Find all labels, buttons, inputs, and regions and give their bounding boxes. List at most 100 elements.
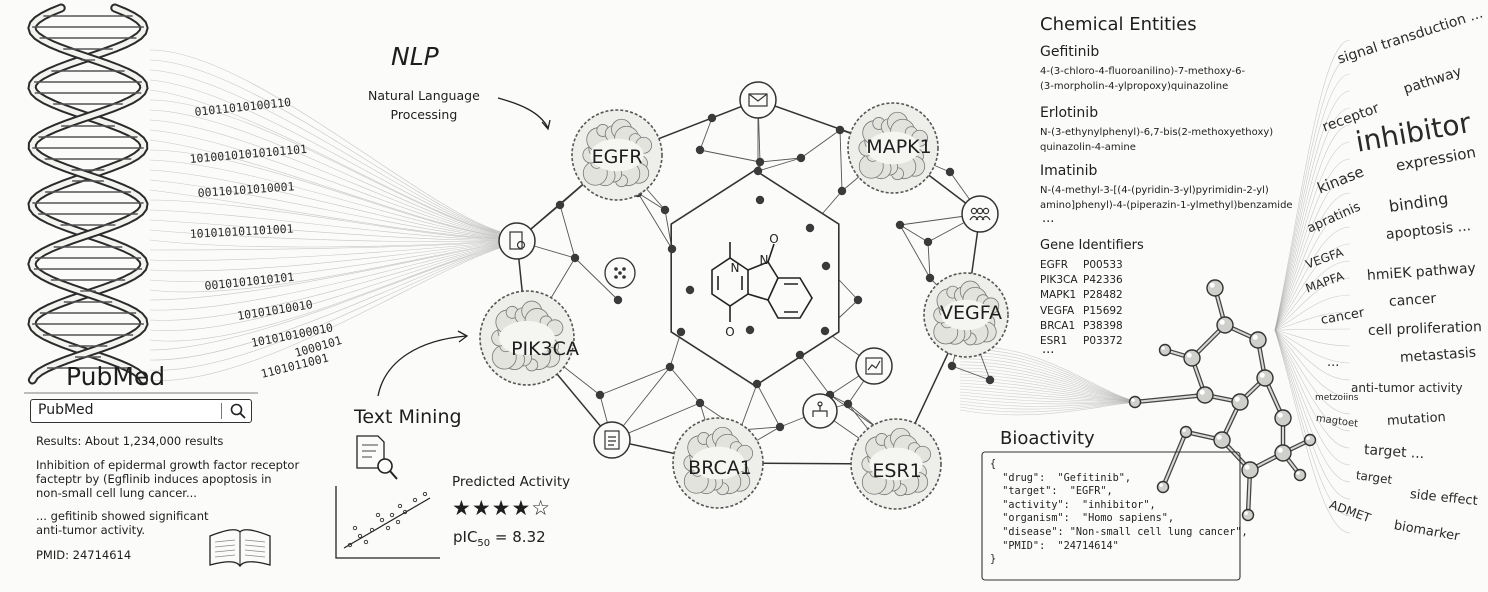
pic50-value: pIC50 = 8.32 xyxy=(453,528,546,549)
atom xyxy=(1274,444,1292,462)
json-line: { xyxy=(990,459,997,470)
dna-helix xyxy=(27,3,149,385)
keyword-label: metzoiins xyxy=(1315,393,1359,403)
bioactivity-box xyxy=(981,451,1241,581)
gene-id: P28482 xyxy=(1083,289,1123,302)
center-hexagon xyxy=(670,169,840,387)
pubmed-search-box[interactable]: PubMed xyxy=(30,399,252,423)
atom-label: N xyxy=(731,261,740,275)
protein-blob xyxy=(672,417,764,509)
network-dot xyxy=(753,166,763,176)
protein-blob xyxy=(847,102,939,194)
network-dot xyxy=(752,379,762,389)
network-dot xyxy=(796,153,806,163)
atom xyxy=(1196,386,1214,404)
atom xyxy=(1231,393,1249,411)
network-dot xyxy=(820,326,830,336)
node-label-esr1: ESR1 xyxy=(872,460,922,482)
data-streams xyxy=(149,49,501,381)
ball-stick-molecule xyxy=(1128,279,1317,522)
network-dot xyxy=(853,295,863,305)
network-dot xyxy=(695,398,705,408)
json-line: } xyxy=(990,554,997,566)
nlp-subtitle: Natural Language Processing xyxy=(368,88,480,122)
json-line: "disease": "Non-small cell lung cancer", xyxy=(990,526,1248,538)
pubmed-title: PubMed xyxy=(66,362,166,391)
protein-blob xyxy=(571,109,663,201)
network-dot xyxy=(835,125,845,135)
network-dot xyxy=(685,285,695,295)
drug-name: Erlotinib xyxy=(1040,105,1099,121)
atom xyxy=(1303,433,1317,447)
json-line: "target": "EGFR", xyxy=(990,486,1113,498)
gene-id: P03372 xyxy=(1083,335,1123,348)
drug-iupac: 4-(3-chloro-4-fluoroanilino)-7-methoxy-6… xyxy=(1040,66,1246,92)
bioactivity-json: { "drug": "Gefitinib", "target": "EGFR",… xyxy=(990,458,1248,567)
network-dot xyxy=(775,422,785,432)
abstract-snippet-2: ... gefitinib showed significant anti-tu… xyxy=(36,509,209,537)
atom-label: O xyxy=(769,232,778,246)
network-dot xyxy=(923,237,933,247)
protein-blob xyxy=(850,418,942,510)
atom xyxy=(1213,431,1231,449)
network-dot xyxy=(795,350,805,360)
drug-iupac: N-(4-methyl-3-[(4-(pyridin-3-yl)pyrimidi… xyxy=(1040,185,1293,211)
keyword-label: anti-tumor activity xyxy=(1351,381,1463,395)
gene-symbol: PIK3CA xyxy=(1040,274,1078,287)
gene-id: P00533 xyxy=(1083,259,1123,271)
keyword-streams xyxy=(959,39,1351,534)
doc-icon xyxy=(498,222,536,260)
predicted-activity-label: Predicted Activity xyxy=(452,474,571,490)
chart-icon xyxy=(855,347,893,385)
atom xyxy=(1158,343,1172,357)
json-line: "activity": "inhibitor", xyxy=(990,499,1156,511)
atom-label: N xyxy=(760,253,769,267)
atom xyxy=(1179,425,1193,439)
atom xyxy=(1206,279,1224,297)
network-dot xyxy=(985,375,995,385)
center-molecule xyxy=(711,242,813,322)
network-dot xyxy=(665,362,675,372)
binary-stream: 0101101010011010100101010101101001101010… xyxy=(189,95,343,381)
chemical-entities-title: Chemical Entities xyxy=(1040,14,1197,35)
network-dot xyxy=(555,200,565,210)
binary-line: 101010101101001 xyxy=(189,222,294,241)
nlp-title: NLP xyxy=(391,42,439,71)
network-dot xyxy=(676,327,686,337)
network-dot xyxy=(755,157,765,167)
search-input[interactable]: PubMed xyxy=(38,402,94,418)
atom xyxy=(1216,316,1234,334)
network-dot xyxy=(660,205,670,215)
search-icon[interactable] xyxy=(229,402,247,420)
rating-stars: ★★★★☆ xyxy=(452,496,552,520)
network-dot xyxy=(667,244,677,254)
network-dot xyxy=(613,295,623,305)
mail-icon xyxy=(739,81,777,119)
network-dot xyxy=(695,145,705,155)
binary-line: 0010101010101 xyxy=(204,270,295,293)
gene-symbol: BRCA1 xyxy=(1040,319,1076,332)
json-line: "organism": "Homo sapiens", xyxy=(990,513,1175,525)
atom xyxy=(1293,468,1307,482)
clip-icon xyxy=(593,421,631,459)
network-dot xyxy=(945,167,955,177)
binary-line: 00110101010001 xyxy=(197,179,295,200)
network-dot xyxy=(925,273,935,283)
gene-id: P38398 xyxy=(1083,319,1123,332)
json-line: "drug": "Gefitinib", xyxy=(990,472,1132,484)
network-dot xyxy=(821,261,831,271)
atom-label: O xyxy=(725,325,734,339)
pic50-number: = 8.32 xyxy=(490,528,546,546)
team-icon xyxy=(961,195,999,233)
pic50-subscript: 50 xyxy=(477,538,491,549)
json-line: "PMID": "24714614" xyxy=(990,540,1119,552)
pmid-label: PMID: 24714614 xyxy=(36,548,132,562)
keyword-label: ... xyxy=(1327,355,1340,370)
node-label-mapk1: MAPK1 xyxy=(866,136,932,158)
